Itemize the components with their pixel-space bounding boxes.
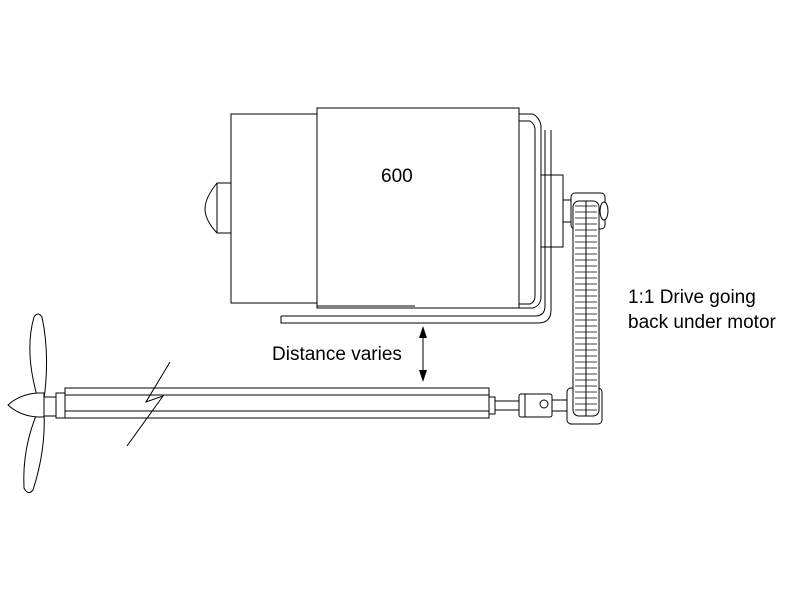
shaft-tube xyxy=(64,387,490,419)
belt-drive xyxy=(566,192,609,425)
motor-mount-bracket xyxy=(281,130,546,317)
stern-tube xyxy=(64,361,490,447)
motor-label: 600 xyxy=(381,166,413,187)
distance-label: Distance varies xyxy=(272,344,402,365)
propeller-hub xyxy=(7,392,45,418)
motor-can xyxy=(316,107,520,309)
shaft-coupling xyxy=(488,393,568,418)
distance-arrow xyxy=(419,326,427,382)
belt-teeth xyxy=(575,205,597,411)
propeller-blade-top xyxy=(29,313,48,400)
propeller-blade-bottom xyxy=(23,410,45,494)
break-symbol xyxy=(126,361,171,447)
drive-note-line1: 1:1 Drive going xyxy=(628,287,756,308)
motor-front-collar xyxy=(540,174,564,248)
motor-rear-endcap xyxy=(230,113,318,304)
propeller xyxy=(7,313,66,494)
motor-rear-bushing xyxy=(204,182,232,234)
tube-end-nut xyxy=(488,396,496,415)
drive-note-line2: back under motor xyxy=(628,312,777,333)
motor-front-endcap xyxy=(519,113,542,309)
motor xyxy=(204,107,571,324)
